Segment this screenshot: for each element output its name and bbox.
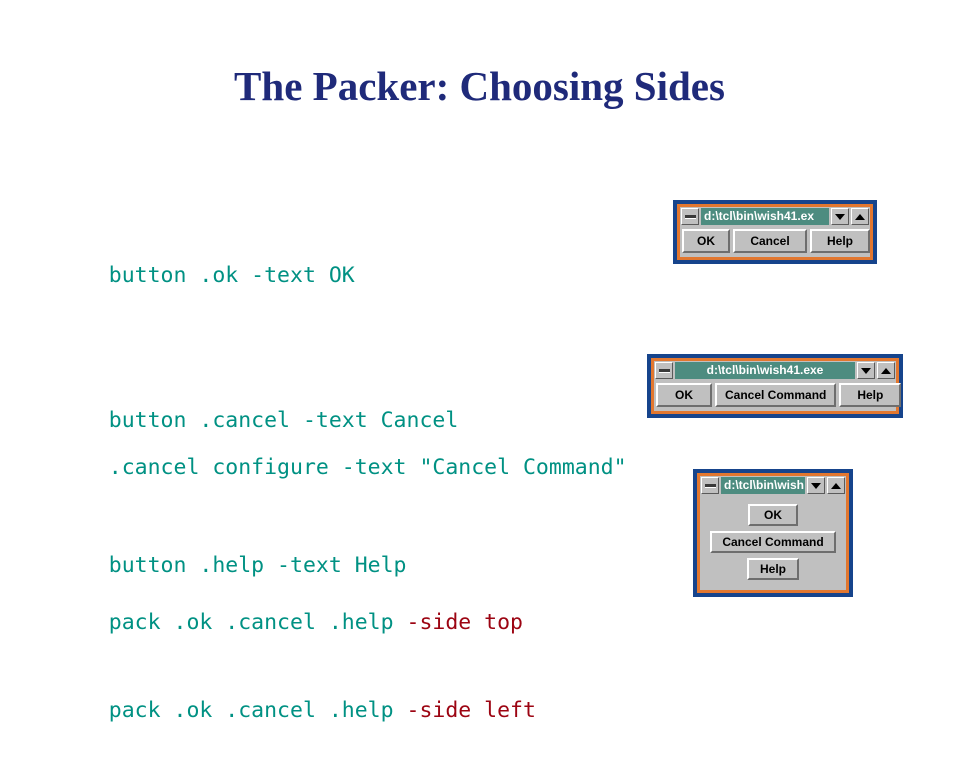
arrow-up-icon[interactable]	[827, 477, 845, 494]
arrow-down-glyph	[811, 482, 821, 489]
code-line: button .help -text Help	[57, 522, 536, 609]
window-frame: d:\tcl\bin\wish41.exe OK Cancel Command …	[651, 358, 902, 414]
code-text-teal: pack .ok .cancel .help	[108, 698, 407, 723]
help-button[interactable]: Help	[747, 557, 799, 580]
title-bar[interactable]: d:\tcl\bin\wish41.ex	[680, 207, 870, 226]
minimize-icon[interactable]	[681, 208, 699, 225]
page-title: The Packer: Choosing Sides	[234, 63, 725, 109]
code-line: button .ok -text OK	[57, 232, 536, 319]
window-client-area: d:\tcl\bin\wish OK Cancel Command Help	[700, 476, 846, 590]
code-line: .cancel configure -text "Cancel Command"	[57, 424, 627, 511]
window-client-area: d:\tcl\bin\wish41.ex OK Cancel Help	[680, 207, 870, 257]
arrow-up-icon[interactable]	[851, 208, 869, 225]
code-text-teal: button .help -text Help	[108, 553, 407, 578]
code-block-cancel-configure: .cancel configure -text "Cancel Command"	[57, 366, 627, 540]
minimize-glyph	[658, 368, 670, 373]
title-bar[interactable]: d:\tcl\bin\wish41.exe	[654, 361, 896, 380]
cancel-button[interactable]: Cancel	[733, 229, 807, 253]
help-button[interactable]: Help	[810, 229, 870, 253]
code-text-teal: .cancel configure -text "Cancel Command"	[108, 455, 627, 480]
arrow-up-glyph	[831, 482, 841, 489]
button-container: OK Cancel Help	[680, 226, 870, 257]
arrow-up-icon[interactable]	[877, 362, 895, 379]
code-line: button .cancel -text Cancel	[57, 377, 536, 464]
arrow-up-glyph	[855, 213, 865, 220]
minimize-glyph	[704, 483, 716, 488]
code-line: pack .ok .cancel .help -side top	[57, 579, 523, 666]
code-text-red: -side top	[406, 610, 524, 635]
minimize-glyph	[684, 214, 696, 219]
code-text-red: -side left	[406, 698, 536, 723]
arrow-down-icon[interactable]	[807, 477, 825, 494]
tk-window-cancel-command: d:\tcl\bin\wish41.exe OK Cancel Command …	[647, 354, 903, 418]
ok-button[interactable]: OK	[748, 503, 798, 526]
window-client-area: d:\tcl\bin\wish41.exe OK Cancel Command …	[654, 361, 902, 411]
arrow-down-icon[interactable]	[831, 208, 849, 225]
code-block-pack-side-top: pack .ok .cancel .help -side top	[57, 521, 523, 695]
help-button[interactable]: Help	[839, 383, 902, 407]
title-bar[interactable]: d:\tcl\bin\wish	[700, 476, 846, 495]
window-title: d:\tcl\bin\wish41.ex	[701, 208, 829, 225]
minimize-icon[interactable]	[655, 362, 673, 379]
code-text-teal: button .cancel -text Cancel	[108, 408, 459, 433]
tk-window-side-left: d:\tcl\bin\wish41.ex OK Cancel Help	[673, 200, 877, 264]
arrow-down-glyph	[835, 213, 845, 220]
code-text-teal: pack .ok .cancel .help	[108, 610, 407, 635]
window-title: d:\tcl\bin\wish	[721, 477, 805, 494]
arrow-down-icon[interactable]	[857, 362, 875, 379]
button-container: OK Cancel Command Help	[654, 380, 902, 411]
arrow-up-glyph	[881, 367, 891, 374]
arrow-down-glyph	[861, 367, 871, 374]
window-frame: d:\tcl\bin\wish41.ex OK Cancel Help	[677, 204, 873, 260]
cancel-button[interactable]: Cancel Command	[715, 383, 837, 407]
button-container: OK Cancel Command Help	[700, 495, 846, 590]
window-title: d:\tcl\bin\wish41.exe	[675, 362, 855, 379]
tk-window-side-top: d:\tcl\bin\wish OK Cancel Command Help	[693, 469, 853, 597]
code-text-teal: button .ok -text OK	[108, 263, 355, 288]
cancel-button[interactable]: Cancel Command	[710, 530, 836, 553]
window-frame: d:\tcl\bin\wish OK Cancel Command Help	[697, 473, 849, 593]
ok-button[interactable]: OK	[682, 229, 730, 253]
minimize-icon[interactable]	[701, 477, 719, 494]
ok-button[interactable]: OK	[656, 383, 712, 407]
